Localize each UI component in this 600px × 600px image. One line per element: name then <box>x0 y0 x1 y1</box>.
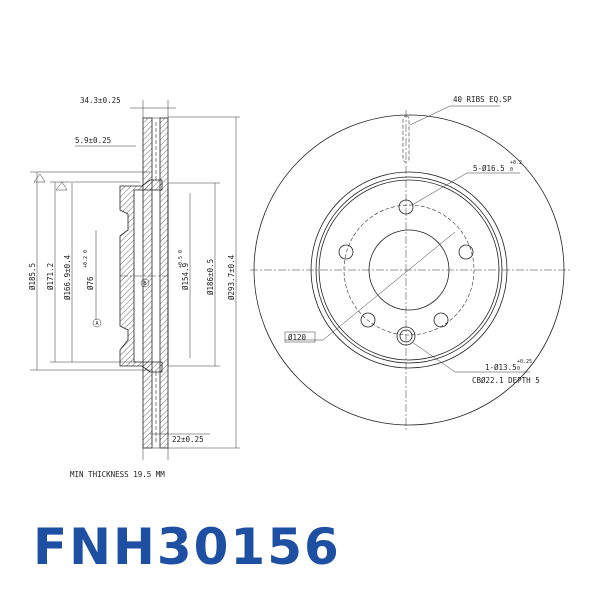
locator-hole <box>399 329 413 343</box>
outer-friction-plate <box>142 117 153 449</box>
counterbore-note: CBØ22.1 DEPTH 5 <box>472 376 540 385</box>
d76-tolerance: +0.2 0 <box>83 250 89 268</box>
bolt-hole <box>360 312 376 328</box>
marker-b-circle <box>140 278 150 288</box>
d154-tolerance: +0.5 0 <box>178 250 184 268</box>
marker-a-circle <box>92 318 102 328</box>
locator-tol-upper: +0.25 <box>517 359 532 365</box>
bolt-hole <box>338 244 354 260</box>
d76-dim: Ø76 <box>86 276 95 290</box>
rib-slot <box>402 115 410 163</box>
hat-section <box>119 179 163 373</box>
datum-a-symbol <box>33 173 46 183</box>
part-number: FNH30156 <box>33 518 341 576</box>
locator-hole-note: 1-Ø13.5 <box>485 363 517 372</box>
inner-friction-plate <box>159 117 169 449</box>
bolt-hole <box>433 312 449 328</box>
front-view: 40 RIBS EQ.SP 5-Ø16.5 +0.2 0 Ø120 1-Ø13.… <box>250 95 570 430</box>
bolt-hole <box>398 199 414 215</box>
marker-b: B <box>144 281 147 287</box>
pcd-box <box>284 331 316 343</box>
bolt-holes-tol-upper: +0.2 <box>510 160 522 166</box>
counterbore <box>396 326 416 346</box>
section-view: A B 34.3±0.25 5.9±0.25 Ø185.5 Ø171.2 Ø16… <box>28 96 240 479</box>
d166-dim: Ø166.9±0.4 <box>63 254 72 300</box>
d186-dim: Ø186±0.5 <box>206 259 215 295</box>
min-thickness-note: MIN THICKNESS 19.5 MM <box>70 470 165 479</box>
thickness-dim: 22±0.25 <box>172 435 204 444</box>
d185-dim: Ø185.5 <box>28 263 37 290</box>
marker-a: A <box>96 321 99 327</box>
ribs-note: 40 RIBS EQ.SP <box>453 95 512 104</box>
bolt-hole <box>458 244 474 260</box>
overall-width-dim: 34.3±0.25 <box>80 96 121 105</box>
d293-dim: Ø293.7±0.4 <box>227 254 236 300</box>
hat-offset-dim: 5.9±0.25 <box>75 136 111 145</box>
bolt-holes-tol-lower: 0 <box>510 167 513 173</box>
d154-dim: Ø154.9 <box>181 263 190 290</box>
bolt-holes-note: 5-Ø16.5 <box>473 164 505 173</box>
d171-dim: Ø171.2 <box>46 263 55 290</box>
datum-b-symbol <box>55 181 68 191</box>
locator-tol-lower: 0 <box>517 366 520 372</box>
pcd-dim: Ø120 <box>288 333 307 342</box>
